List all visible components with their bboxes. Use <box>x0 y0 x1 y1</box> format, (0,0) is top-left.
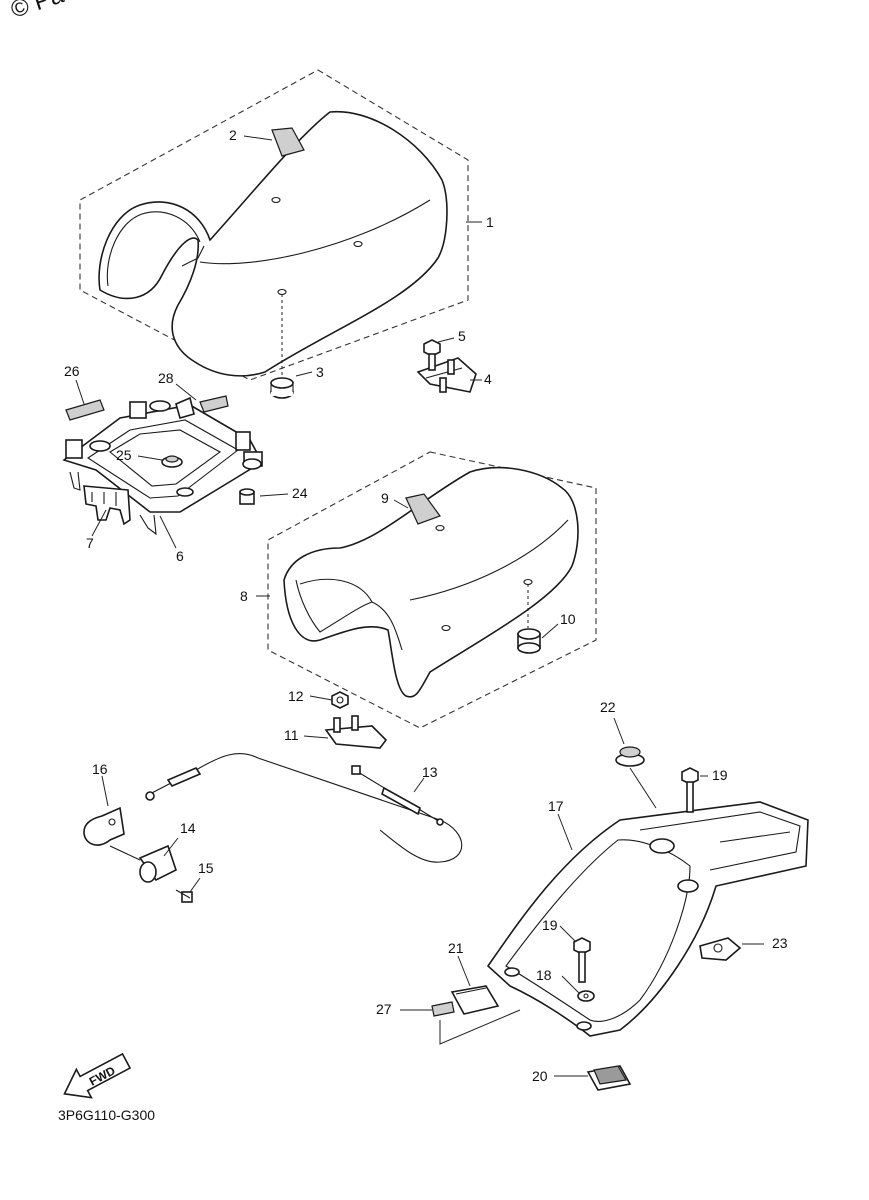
front-seat-hole <box>353 240 363 248</box>
grommet-25[interactable] <box>161 455 183 468</box>
front-seat-group <box>79 69 469 399</box>
callout-17[interactable]: 17 <box>548 798 564 814</box>
rear-seat-group <box>267 451 597 729</box>
callout-26[interactable]: 26 <box>64 363 80 379</box>
bracket-11[interactable] <box>324 715 388 749</box>
front-seat[interactable] <box>98 110 448 377</box>
bolt-15[interactable] <box>175 889 193 903</box>
callout-5[interactable]: 5 <box>458 328 466 344</box>
callout-3[interactable]: 3 <box>316 364 324 380</box>
callout-13[interactable]: 13 <box>422 764 438 780</box>
bolt-5[interactable] <box>423 339 441 371</box>
callout-4[interactable]: 4 <box>484 371 492 387</box>
tape-27[interactable] <box>431 1001 455 1017</box>
callout-22[interactable]: 22 <box>600 699 616 715</box>
callout-21[interactable]: 21 <box>448 940 464 956</box>
callout-25[interactable]: 25 <box>116 447 132 463</box>
seat-lock-14[interactable] <box>109 844 177 883</box>
callout-1[interactable]: 1 <box>486 214 494 230</box>
rear-seat-tag[interactable] <box>405 493 441 525</box>
rear-seat-rim <box>295 579 403 651</box>
seat-lock-bracket[interactable] <box>416 357 477 393</box>
fwd-arrow-icon: FWD <box>63 1052 132 1099</box>
bolt-19-upper[interactable] <box>681 767 699 813</box>
seat-damper[interactable] <box>270 377 294 399</box>
callout-11[interactable]: 11 <box>284 727 299 743</box>
callout-20[interactable]: 20 <box>532 1068 548 1084</box>
tape-28[interactable] <box>199 395 229 413</box>
cap-21[interactable] <box>450 985 500 1015</box>
cap-20[interactable] <box>586 1065 632 1091</box>
callout-19-lower[interactable]: 19 <box>542 917 558 933</box>
grommet-22[interactable] <box>615 746 645 767</box>
clip-28[interactable] <box>175 396 195 419</box>
leader-lines <box>75 135 764 1077</box>
seat-lock-cable[interactable] <box>145 753 463 863</box>
cable-13[interactable] <box>351 765 444 826</box>
callout-18[interactable]: 18 <box>536 967 552 983</box>
front-seat-dashed-box <box>79 69 469 381</box>
front-seat-fold <box>181 245 205 267</box>
callout-14[interactable]: 14 <box>180 820 196 836</box>
callout-19-upper[interactable]: 19 <box>712 767 728 783</box>
grab-bar-17[interactable] <box>486 801 809 1037</box>
rear-seat-damper[interactable] <box>517 628 541 654</box>
callout-27[interactable]: 27 <box>376 1001 392 1017</box>
callout-28[interactable]: 28 <box>158 370 174 386</box>
callout-24[interactable]: 24 <box>292 485 308 501</box>
lever-16[interactable] <box>83 806 125 846</box>
rear-seat[interactable] <box>283 466 579 698</box>
nut-12[interactable] <box>331 691 349 709</box>
diagram-code: 3P6G110-G300 <box>58 1107 155 1123</box>
front-seat-top-line <box>199 199 431 265</box>
callout-12[interactable]: 12 <box>288 688 304 704</box>
callout-8[interactable]: 8 <box>240 588 248 604</box>
rear-seat-hole <box>435 524 445 532</box>
washer-18[interactable] <box>577 990 595 1002</box>
front-seat-hole <box>271 196 281 204</box>
callout-10[interactable]: 10 <box>560 611 576 627</box>
rear-seat-inner <box>299 578 373 603</box>
copyright-watermark: © Pa <box>8 0 68 24</box>
callout-23[interactable]: 23 <box>772 935 788 951</box>
callout-16[interactable]: 16 <box>92 761 108 777</box>
seat-frame[interactable] <box>62 400 264 536</box>
callout-7[interactable]: 7 <box>86 535 94 551</box>
seat-tag[interactable] <box>271 127 305 157</box>
front-seat-inner-edge <box>106 211 201 287</box>
callout-15[interactable]: 15 <box>198 860 214 876</box>
callout-2[interactable]: 2 <box>229 127 237 143</box>
bolt-19-lower[interactable] <box>573 937 591 983</box>
latch-bracket[interactable] <box>83 485 131 526</box>
callout-6[interactable]: 6 <box>176 548 184 564</box>
rear-seat-edge <box>409 519 569 601</box>
damper-24[interactable] <box>239 488 255 505</box>
callout-9[interactable]: 9 <box>381 490 389 506</box>
callout-numbers: 1 2 3 4 5 6 7 8 9 10 11 12 13 14 15 16 1… <box>64 127 788 1084</box>
rear-seat-hole <box>441 624 451 632</box>
tape-26[interactable] <box>65 399 105 421</box>
plate-23[interactable] <box>699 937 742 961</box>
